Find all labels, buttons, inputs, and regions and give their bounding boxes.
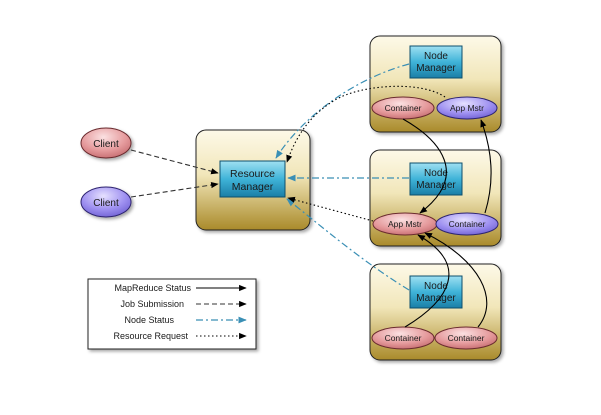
node-box-1: Node Manager Container App Mstr [369, 35, 502, 133]
legend: MapReduce Status Job Submission Node Sta… [87, 278, 257, 350]
client-label: Client [93, 198, 119, 209]
resource-manager [219, 160, 286, 198]
node-status-arrow [275, 63, 410, 159]
job-submission-arrow [130, 181, 219, 198]
resource-manager-box: Resource Manager [195, 129, 311, 231]
node-left-label: Container [385, 333, 422, 343]
mapreduce-status-arrow [404, 234, 450, 328]
resource-request-arrow [286, 85, 446, 163]
node-manager-line2: Manager [416, 180, 456, 191]
client-node-1: Client [80, 127, 132, 159]
node-status-arrow [286, 198, 410, 291]
node-left-label: App Mstr [388, 219, 422, 229]
node-manager-line2: Manager [416, 293, 456, 304]
legend-label-node-status: Node Status [124, 315, 174, 325]
node-manager-line1: Node [424, 168, 448, 179]
legend-label-job-submission: Job Submission [120, 299, 184, 309]
container-node [371, 326, 435, 350]
node-box-2: Node Manager App Mstr Container [369, 149, 502, 247]
node-manager-line1: Node [424, 281, 448, 292]
resource-manager-line2: Manager [232, 181, 274, 193]
node-right-label: Container [449, 219, 486, 229]
container-node [434, 326, 498, 350]
mapreduce-status-arrow [402, 118, 447, 214]
legend-label-mapreduce-status: MapReduce Status [114, 283, 191, 293]
node-manager [409, 45, 463, 79]
resource-manager-line1: Resource [230, 168, 275, 180]
mapreduce-status-arrow [424, 232, 488, 328]
node-right-label: Container [448, 333, 485, 343]
node-right-label: App Mstr [450, 103, 484, 113]
client-node-2: Client [80, 186, 132, 218]
node-manager [409, 162, 463, 196]
resource-request-arrow [287, 196, 374, 222]
node-manager-line1: Node [424, 51, 448, 62]
client-label: Client [93, 139, 119, 150]
node-left-label: Container [385, 103, 422, 113]
mapreduce-status-arrow [480, 119, 492, 214]
node-manager-line2: Manager [416, 63, 456, 74]
app-master-node [436, 96, 498, 120]
job-submission-arrow [130, 149, 219, 175]
container-node [435, 212, 499, 236]
legend-label-resource-request: Resource Request [113, 331, 188, 341]
node-box-3: Node Manager Container Container [369, 263, 502, 361]
